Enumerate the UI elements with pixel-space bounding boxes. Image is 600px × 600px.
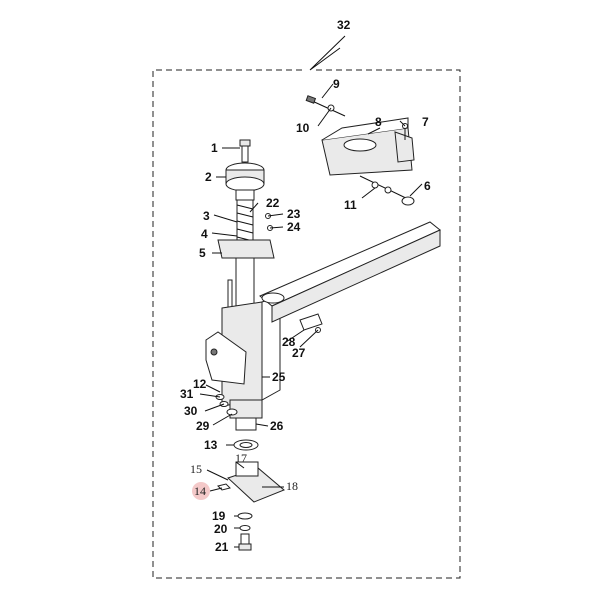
highlight-14 [192, 482, 210, 500]
label-26: 26 [270, 419, 284, 433]
label-25: 25 [272, 370, 286, 384]
label-3: 3 [203, 209, 210, 223]
label-23: 23 [287, 207, 301, 221]
label-31: 31 [180, 387, 194, 401]
assembly-boundary [152, 69, 461, 579]
hood-assembly [305, 95, 415, 206]
label-17: 17 [235, 451, 247, 465]
label-15: 15 [190, 462, 202, 476]
leader-lines [199, 83, 423, 548]
label-13: 13 [204, 438, 218, 452]
label-30: 30 [184, 404, 198, 418]
label-7: 7 [422, 115, 429, 129]
label-4: 4 [201, 227, 208, 241]
label-22: 22 [266, 196, 280, 210]
label-29: 29 [196, 419, 210, 433]
label-9: 9 [333, 77, 340, 91]
label-32: 32 [337, 18, 351, 32]
label-5: 5 [199, 246, 206, 260]
label-6: 6 [424, 179, 431, 193]
leader-32 [309, 35, 346, 71]
label-8: 8 [375, 115, 382, 129]
label-14: 14 [194, 484, 206, 498]
label-27: 27 [292, 346, 306, 360]
label-11: 11 [344, 198, 357, 212]
central-column [205, 139, 285, 551]
label-19: 19 [212, 509, 226, 523]
label-18: 18 [286, 479, 298, 493]
label-21: 21 [215, 540, 229, 554]
label-2: 2 [205, 170, 212, 184]
label-28: 28 [282, 335, 296, 349]
label-10: 10 [296, 121, 310, 135]
label-1: 1 [211, 141, 218, 155]
arm-beam [259, 221, 441, 333]
label-12: 12 [193, 377, 207, 391]
label-20: 20 [214, 522, 228, 536]
callout-labels: 32 9 10 8 7 6 11 1 2 3 4 5 22 23 24 28 2… [180, 18, 431, 554]
label-24: 24 [287, 220, 301, 234]
